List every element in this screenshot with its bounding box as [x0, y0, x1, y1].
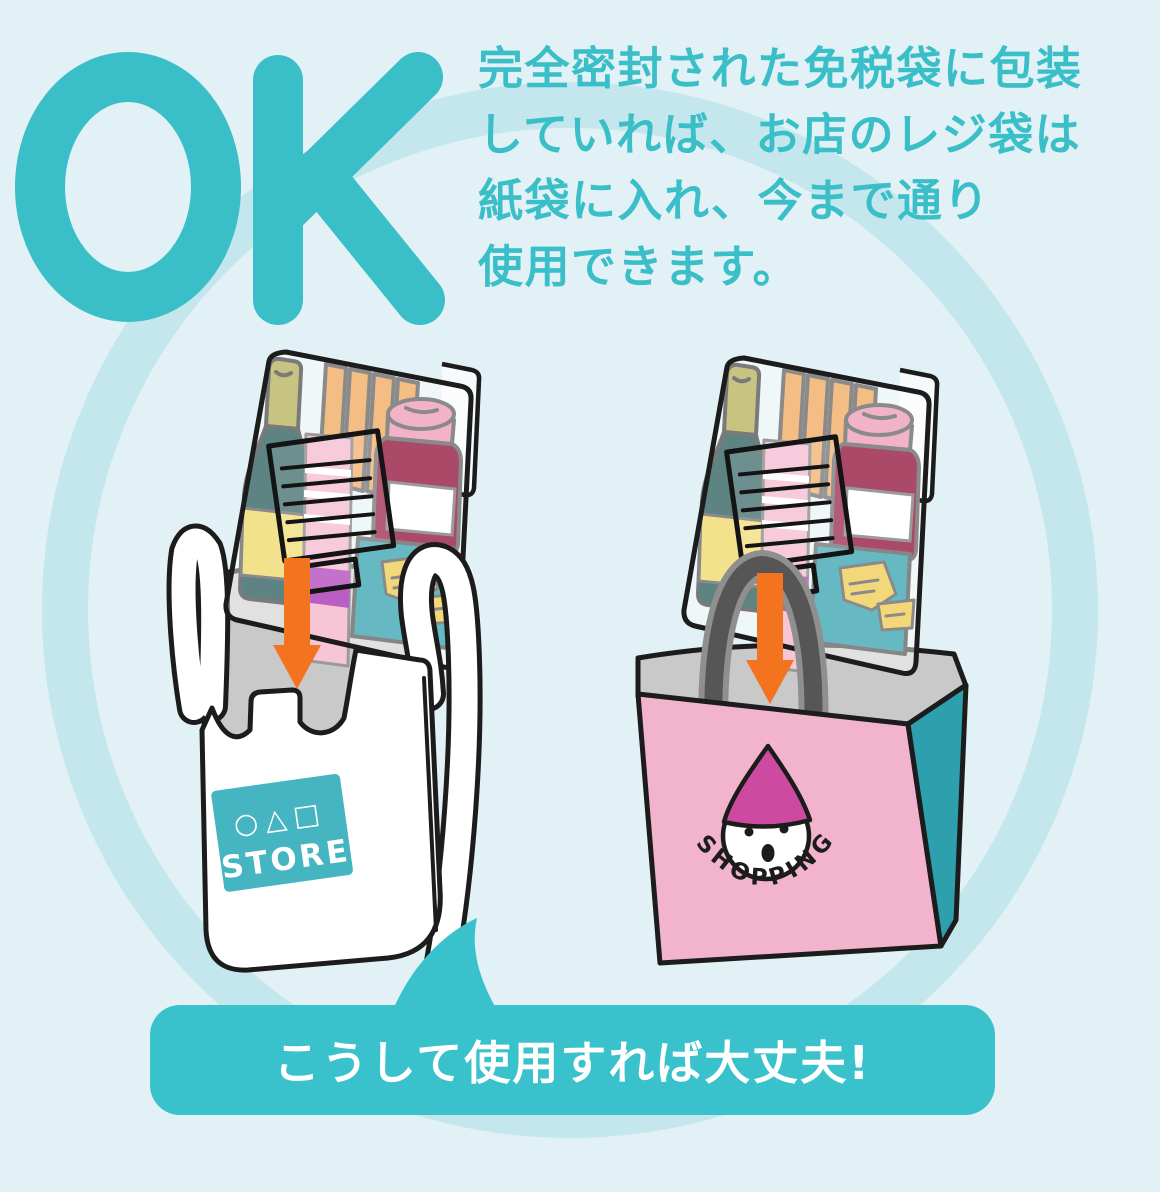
description-line: していれば、お店のレジ袋は — [478, 108, 1082, 161]
bag-fold-line — [422, 676, 438, 932]
bag-side-panel — [905, 682, 969, 949]
description-text: 完全密封された免税袋に包装 していれば、お店のレジ袋は 紙袋に入れ、今まで通り … — [478, 36, 1098, 300]
description-line: 完全密封された免税袋に包装 — [478, 42, 1083, 95]
store-logo: ○△□ STORE — [211, 773, 353, 892]
description-line: 紙袋に入れ、今まで通り — [478, 174, 990, 227]
speech-bubble-tail — [393, 918, 497, 1010]
plastic-bag-illustration: ○△□ STORE — [166, 330, 483, 980]
description-line: 使用できます。 — [478, 240, 800, 293]
paper-bag-illustration: SHOPPING — [635, 330, 969, 966]
shopping-face-logo — [720, 743, 813, 882]
caption-banner: こうして使用すれば大丈夫! — [150, 1005, 995, 1115]
ok-mark — [15, 52, 445, 325]
bag-right-handle — [398, 542, 483, 980]
bag-front-handle — [698, 549, 829, 775]
hat-icon — [721, 743, 813, 829]
bag-left-handle — [166, 523, 231, 725]
caption-text: こうして使用すれば大丈夫! — [273, 1036, 872, 1090]
